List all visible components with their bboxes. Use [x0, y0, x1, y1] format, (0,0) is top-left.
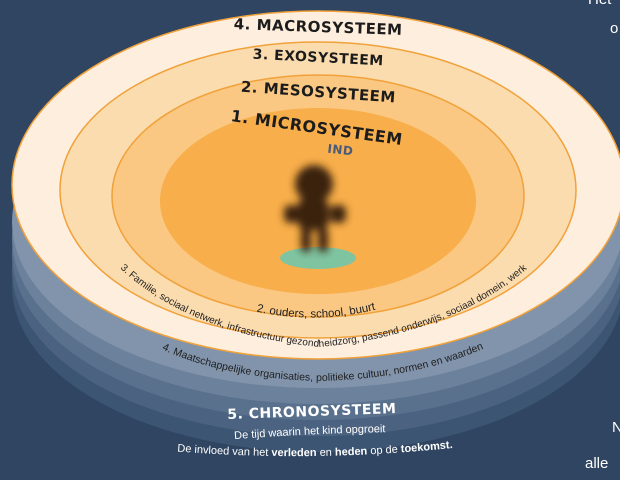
macrosystem-title: 4. MACROSYSTEEM [233, 15, 402, 39]
child-body [297, 198, 329, 230]
chrono-line2-past: verleden [271, 447, 317, 459]
chrono-line2-part-c: en [316, 447, 335, 459]
chrono-line2-part-e: op de [367, 443, 401, 457]
child-arm-right [330, 205, 346, 223]
chrono-line2-present: heden [335, 445, 368, 458]
individual-label: IND [327, 142, 354, 159]
side-fragment-bottom-2: alle [585, 455, 608, 472]
side-fragment-top-2: o [610, 20, 618, 37]
child-arm-left [284, 205, 298, 223]
chrono-line2-period: . [449, 439, 453, 451]
exosystem-title: 3. EXOSYSTEEM [252, 47, 384, 70]
child-silhouette-icon [284, 165, 346, 252]
side-fragment-bottom-1: N [612, 419, 620, 436]
chrono-line2-future: toekomst [400, 439, 450, 455]
child-leg-left [301, 228, 311, 252]
chronosystem-title: 5. CHRONOSYSTEEM [227, 401, 397, 423]
chronosystem-line-2: De invloed van het verleden en heden op … [177, 439, 453, 459]
chrono-line2-part-a: De invloed van het [177, 442, 272, 458]
child-head [295, 165, 333, 203]
side-fragment-top-1: Het [588, 0, 612, 8]
child-leg-right [318, 228, 328, 252]
ground-disc-icon [280, 247, 356, 269]
